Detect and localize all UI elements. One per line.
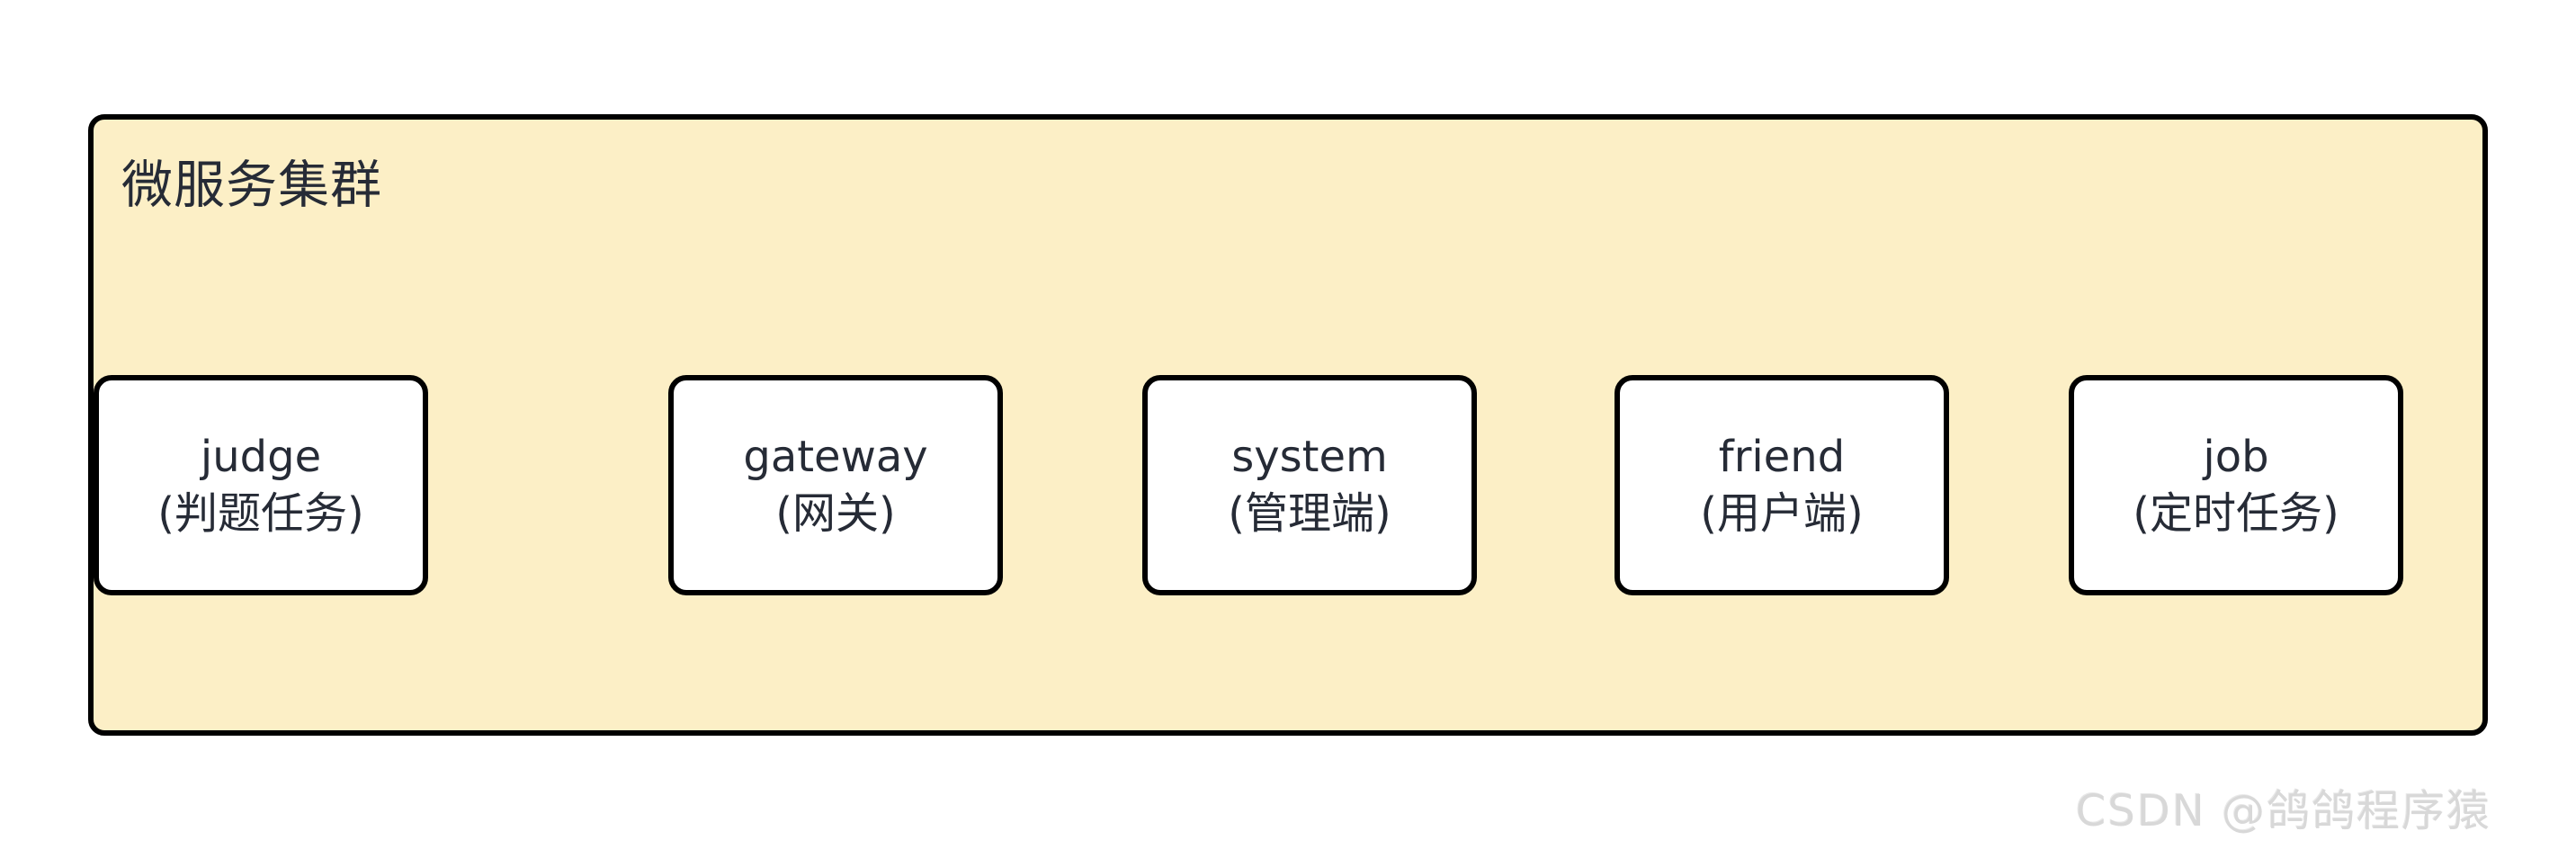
service-name: job <box>2203 431 2269 482</box>
service-label-cn: (用户端) <box>1700 487 1864 539</box>
service-box-judge: judge (判题任务) <box>94 375 428 595</box>
service-name: system <box>1231 431 1388 482</box>
cluster-title: 微服务集群 <box>121 156 382 215</box>
service-label-cn: (网关) <box>775 487 896 539</box>
service-box-friend: friend (用户端) <box>1614 375 1949 595</box>
service-name: gateway <box>743 431 928 482</box>
service-name: friend <box>1718 431 1846 482</box>
service-box-system: system (管理端) <box>1142 375 1477 595</box>
service-label-cn: (判题任务) <box>157 487 364 539</box>
microservices-cluster-group: 微服务集群 gateway (网关) system (管理端) friend (… <box>88 114 2488 736</box>
service-name: judge <box>200 431 322 482</box>
service-label-cn: (管理端) <box>1228 487 1391 539</box>
service-box-gateway: gateway (网关) <box>668 375 1003 595</box>
service-label-cn: (定时任务) <box>2133 487 2339 539</box>
csdn-watermark: CSDN @鸽鸽程序猿 <box>2075 786 2491 836</box>
service-box-job: job (定时任务) <box>2069 375 2403 595</box>
